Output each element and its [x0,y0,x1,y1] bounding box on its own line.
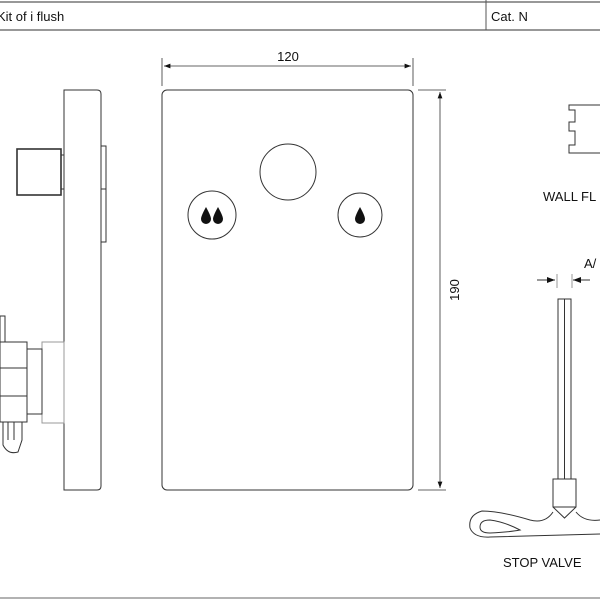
double-drop-icon [201,207,223,224]
single-drop-icon [355,207,365,224]
wall-flange-label: WALL FL [543,189,596,204]
height-dimension-label: 190 [447,279,462,301]
drawing-title: Kit of i flush [0,9,64,24]
title-block: Kit of i flush Cat. N [0,0,600,31]
width-dimension [161,58,414,86]
side-view [0,89,107,491]
front-panel [161,89,414,491]
stop-valve-label: STOP VALVE [503,555,582,570]
control-knob [259,143,317,201]
height-dimension [418,89,446,491]
width-dimension-label: 120 [277,49,299,64]
wall-flange-drawing [568,104,600,154]
dual-flush-button [187,190,237,240]
stop-valve-key-drawing [469,274,600,538]
single-flush-button [337,192,383,238]
catalog-number-label: Cat. N [491,9,528,24]
key-size-label: A/ [584,256,597,271]
